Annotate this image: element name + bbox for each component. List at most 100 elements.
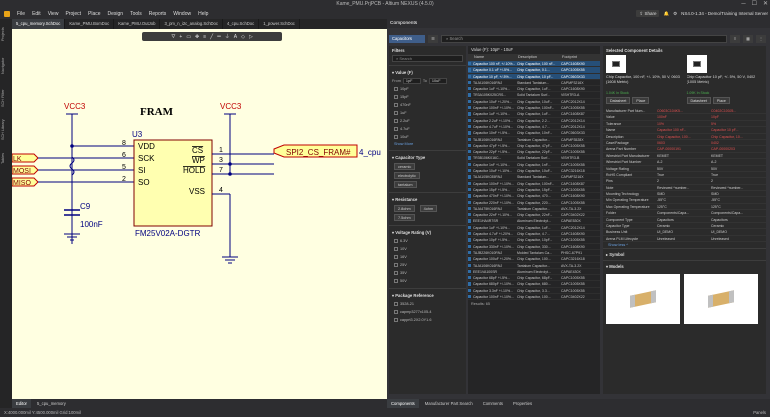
models-section-header[interactable]: ▾ Models xyxy=(603,260,766,272)
package-option[interactable]: 3528-21 xyxy=(389,300,466,308)
left-tab-sch-library[interactable]: SCH Library xyxy=(1,115,11,145)
menu-design[interactable]: Design xyxy=(108,11,124,17)
cap-type-chip[interactable]: ceramic xyxy=(394,163,415,170)
doc-tab[interactable]: 5_cpu_memory.SchDoc xyxy=(12,19,65,29)
power-icon[interactable]: ⏚ xyxy=(225,33,230,40)
package-filter-header[interactable]: ▾ Package Reference xyxy=(389,288,466,300)
panels-button[interactable]: Panels xyxy=(753,408,766,417)
resistance-chip[interactable]: 4ohm xyxy=(420,205,438,212)
from-input[interactable]: 1pF xyxy=(403,78,421,84)
value-option[interactable]: 10uF xyxy=(389,133,466,141)
view-toggle-icon[interactable]: ≡ xyxy=(730,35,740,43)
value-option[interactable]: 15pF xyxy=(389,93,466,101)
library-menu-icon[interactable]: ☰ xyxy=(428,35,438,43)
doc-tab[interactable]: 1_power.SchDoc xyxy=(259,19,300,29)
wire-icon[interactable]: ╱ xyxy=(210,34,213,40)
menu-reports[interactable]: Reports xyxy=(149,11,167,17)
package-option[interactable]: capprt3.2X2.0Y1.6 xyxy=(389,316,466,324)
align-icon[interactable]: ≡ xyxy=(203,34,206,40)
voltage-option[interactable]: 35V xyxy=(389,269,466,277)
panel-tab[interactable]: Properties xyxy=(509,399,536,408)
grid-view-icon[interactable]: ▦ xyxy=(743,35,753,43)
show-more-link[interactable]: Show More xyxy=(389,141,466,147)
filter-icon[interactable]: ⛛ xyxy=(171,34,175,40)
value-filter-header[interactable]: ▾ Value (F) xyxy=(389,65,466,77)
menu-window[interactable]: Window xyxy=(173,11,191,17)
menu-file[interactable]: File xyxy=(17,11,25,17)
resistance-chip[interactable]: 7.5ohm xyxy=(394,214,415,221)
cap-type-chip[interactable]: electrolytic xyxy=(394,172,420,179)
checkbox[interactable] xyxy=(394,239,398,243)
checkbox[interactable] xyxy=(394,247,398,251)
col-name-header[interactable]: Name xyxy=(472,54,516,61)
checkbox[interactable] xyxy=(394,135,398,139)
doc-tab[interactable]: 3_pm_n_i2c_analog.SchDoc xyxy=(160,19,223,29)
checkbox[interactable] xyxy=(394,279,398,283)
left-tab-navigator[interactable]: Navigator xyxy=(1,51,11,81)
filter-search-input[interactable]: ⌕ Search xyxy=(392,55,463,62)
move-icon[interactable]: ✥ xyxy=(195,34,199,40)
maximize-button[interactable]: ☐ xyxy=(752,0,757,9)
voltage-option[interactable]: 6.3V xyxy=(389,237,466,245)
value-option[interactable]: 10pF xyxy=(389,85,466,93)
panel-tab[interactable]: Manufacturer Part Search xyxy=(421,399,477,408)
voltage-filter-header[interactable]: ▾ Voltage Rating (V) xyxy=(389,225,466,237)
checkbox[interactable] xyxy=(394,318,398,322)
voltage-option[interactable]: 16V xyxy=(389,253,466,261)
doc-tab[interactable]: Kame_PMU.BomDoc xyxy=(65,19,114,29)
menu-tools[interactable]: Tools xyxy=(130,11,142,17)
checkbox[interactable] xyxy=(394,87,398,91)
share-button[interactable]: ⇪ Share xyxy=(636,10,659,17)
component-search-input[interactable]: ⌕ Search xyxy=(441,35,727,43)
close-button[interactable]: ✕ xyxy=(763,0,768,9)
panel-menu-icon[interactable]: ⋮ xyxy=(756,35,766,43)
cap-type-chip[interactable]: tantalum xyxy=(394,181,417,188)
doc-tab[interactable]: Kame_PMU.OutJob xyxy=(114,19,160,29)
settings-icon[interactable]: ⚙ xyxy=(673,11,677,17)
package-option[interactable]: capmp3277x105-4 xyxy=(389,308,466,316)
voltage-option[interactable]: 50V xyxy=(389,277,466,285)
add-icon[interactable]: + xyxy=(179,34,182,40)
checkbox[interactable] xyxy=(394,119,398,123)
checkbox[interactable] xyxy=(394,95,398,99)
port-icon[interactable]: ▷ xyxy=(249,34,253,40)
value-option[interactable]: 4.7uF xyxy=(389,125,466,133)
left-tab-tables[interactable]: Tables xyxy=(1,149,11,169)
notifications-icon[interactable]: 🔔 xyxy=(663,11,669,17)
panel-tab[interactable]: Comments xyxy=(479,399,507,408)
voltage-option[interactable]: 10V xyxy=(389,245,466,253)
menu-project[interactable]: Project xyxy=(65,11,81,17)
menu-edit[interactable]: Edit xyxy=(32,11,41,17)
minimize-button[interactable]: ─ xyxy=(741,0,745,9)
text-icon[interactable]: A xyxy=(234,34,237,40)
resistance-chip[interactable]: 2.8ohm xyxy=(394,205,415,212)
model-preview[interactable] xyxy=(606,274,680,324)
menu-place[interactable]: Place xyxy=(88,11,101,17)
library-select[interactable]: Capacitors xyxy=(389,35,425,43)
checkbox[interactable] xyxy=(394,263,398,267)
doc-tab[interactable]: 4_cpu.SchDoc xyxy=(223,19,259,29)
datasheet-button[interactable]: Datasheet xyxy=(687,97,711,104)
shape-icon[interactable]: ◇ xyxy=(241,34,245,40)
value-option[interactable]: 470nF xyxy=(389,101,466,109)
place-button[interactable]: Place xyxy=(713,97,730,104)
to-input[interactable]: 10uF xyxy=(429,78,447,84)
user-server[interactable]: NS4.0-1.34 - Demo/Training Internal Serv… xyxy=(681,11,768,16)
value-option[interactable]: 2.2uF xyxy=(389,117,466,125)
checkbox[interactable] xyxy=(394,302,398,306)
cap-type-filter-header[interactable]: ▾ Capacitor Type xyxy=(389,150,466,162)
col-footprint-header[interactable]: Footprint xyxy=(560,54,596,61)
symbol-section-header[interactable]: ▸ Symbol xyxy=(603,248,766,260)
col-description-header[interactable]: Description xyxy=(516,54,560,61)
select-icon[interactable]: ▭ xyxy=(186,34,191,40)
checkbox[interactable] xyxy=(394,310,398,314)
schematic-canvas[interactable]: VCC3 LK MOSI MISO C9 100nF U3 FRAM FM25V… xyxy=(12,29,387,399)
editor-tab[interactable]: Editor xyxy=(12,399,31,408)
resistance-filter-header[interactable]: ▾ Resistance xyxy=(389,192,466,204)
editor-tab[interactable]: 5_cpu_memory xyxy=(33,399,70,408)
checkbox[interactable] xyxy=(394,111,398,115)
value-option[interactable]: 1uF xyxy=(389,109,466,117)
panel-tab[interactable]: Components xyxy=(387,399,419,408)
voltage-option[interactable]: 25V xyxy=(389,261,466,269)
model-preview[interactable] xyxy=(684,274,758,324)
